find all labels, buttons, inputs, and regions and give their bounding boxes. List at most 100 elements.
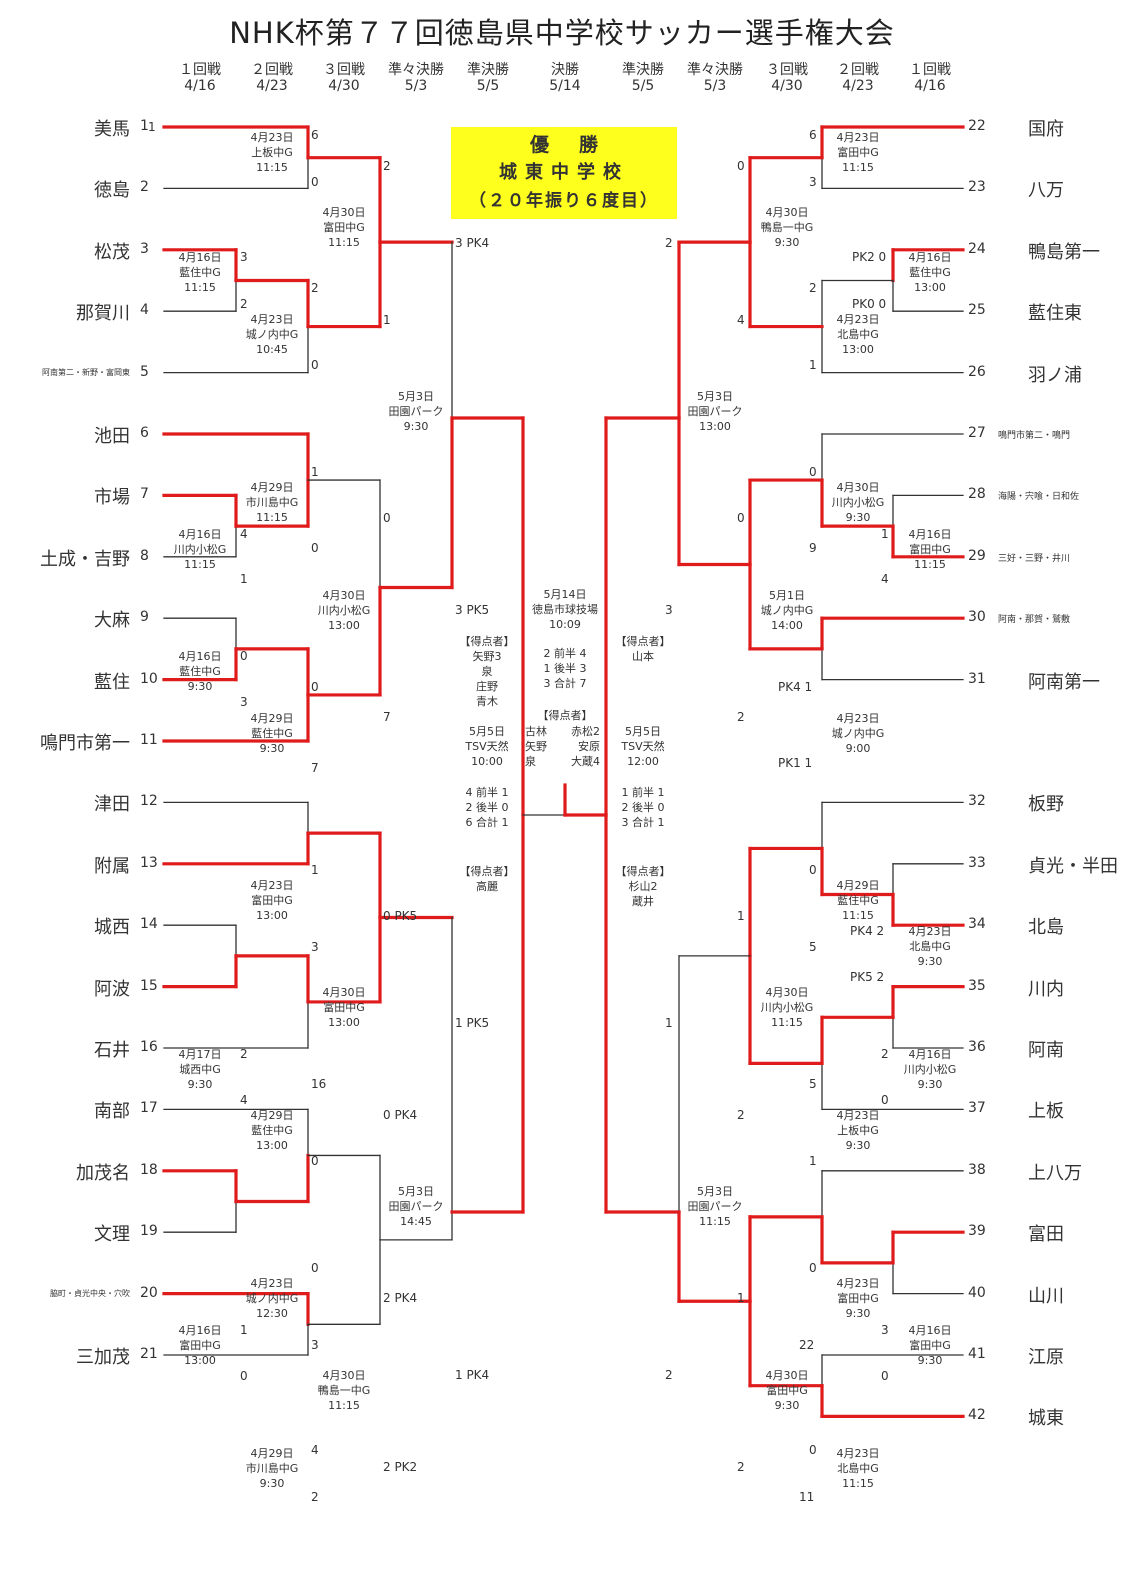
match-info-line: TSV天然 <box>465 740 509 753</box>
score-mark: 5 <box>809 1077 817 1091</box>
team-name: 三加茂 <box>76 1347 130 1368</box>
score-mark: 2 <box>665 236 673 250</box>
score-mark: 1 <box>737 1291 745 1305</box>
team-name: 上八万 <box>1028 1162 1082 1184</box>
round-name: 準決勝 <box>467 62 509 78</box>
score-mark: 2 <box>665 1368 673 1382</box>
score-mark: 0 <box>311 1261 319 1275</box>
score-mark: PK2 0 <box>852 250 887 264</box>
match-info-line: 藍住中G <box>251 1124 293 1137</box>
round-name: １回戦 <box>909 62 951 78</box>
score-mark: 4 <box>311 1443 319 1457</box>
team-name: 藍住 <box>94 671 130 693</box>
score-mark: 2 <box>881 1047 889 1061</box>
match-info-line: 9:30 <box>774 236 800 249</box>
team-seed: 35 <box>968 977 986 994</box>
team-name: 鳴門市第二・鳴門 <box>998 431 1071 441</box>
text-line: 赤松2 <box>571 725 600 738</box>
match-info-line: 4月29日 <box>250 1447 294 1460</box>
score-mark: 0 <box>240 649 248 663</box>
text-line: 1 後半 3 <box>543 662 587 675</box>
match-info-line: 藍住中G <box>837 894 879 907</box>
text-line: 杉山2 <box>628 880 658 893</box>
team-name: 徳島 <box>94 180 130 202</box>
match-info-line: 9:30 <box>187 680 213 693</box>
match-info-line: 4月23日 <box>836 131 880 144</box>
team-name: 阿南第一 <box>1028 671 1100 693</box>
score-mark: 6 <box>311 128 319 142</box>
text-line: 庄野 <box>476 680 498 693</box>
score-mark: 1 <box>311 465 319 479</box>
team-name: 市場 <box>94 487 130 509</box>
match-info-line: 4月23日 <box>836 1277 880 1290</box>
match-info-line: 富田中G <box>323 1001 365 1014</box>
team-name: 江原 <box>1028 1347 1064 1368</box>
team-name: 国府 <box>1028 119 1064 140</box>
team-name: 脇町・貞光中央・穴吹 <box>50 1288 130 1298</box>
team-seed: 14 <box>140 916 158 933</box>
match-info-line: 4月16日 <box>178 251 222 264</box>
score-mark: 2 <box>311 281 319 295</box>
score-mark: 1 <box>311 863 319 877</box>
team-seed: 36 <box>968 1039 986 1055</box>
round-date: 5/3 <box>404 78 428 94</box>
score-mark: 3 <box>809 175 817 189</box>
score-mark: 7 <box>311 761 319 775</box>
team-seed: 21 <box>140 1346 158 1362</box>
text-line: 青木 <box>476 695 498 708</box>
score-mark: 1 PK4 <box>455 1368 490 1382</box>
round-date: 4/30 <box>771 78 803 94</box>
team-name: 加茂名 <box>76 1162 130 1184</box>
team-name: 松茂 <box>94 241 130 263</box>
left-semifinal-scorers: 【得点者】 矢野3 泉 庄野 青木 <box>452 634 522 709</box>
team-name: 池田 <box>94 426 130 447</box>
match-info-line: 徳島市球技場 <box>532 603 598 616</box>
team-name: 附属 <box>94 855 130 877</box>
text-line: 泉 <box>525 755 536 768</box>
round-name: １回戦 <box>179 62 221 78</box>
match-info-line: 4月23日 <box>250 131 294 144</box>
score-mark: 1 <box>148 120 156 134</box>
team-name: 津田 <box>94 794 130 816</box>
score-mark: 3 <box>881 1323 889 1337</box>
match-info-line: 4月16日 <box>178 528 222 541</box>
score-mark: 1 <box>240 1323 248 1337</box>
match-info-line: 13:00 <box>842 343 874 356</box>
match-info-line: 4月29日 <box>836 879 880 892</box>
match-info-line: 5月14日 <box>543 588 587 601</box>
team-seed: 25 <box>968 302 986 319</box>
score-mark: PK5 2 <box>850 970 885 984</box>
score-mark: 0 <box>737 511 745 525</box>
team-seed: 7 <box>140 486 149 503</box>
team-name: 鳴門市第一 <box>40 733 130 754</box>
match-info-line: 4月16日 <box>908 1324 952 1337</box>
team-seed: 9 <box>140 609 149 626</box>
score-mark: 2 <box>240 297 248 311</box>
match-info-line: 4月30日 <box>765 986 809 999</box>
team-seed: 3 <box>140 240 149 257</box>
team-seed: 15 <box>140 977 158 994</box>
text-line: 山本 <box>632 650 654 663</box>
match-info-line: 川内小松G <box>173 543 227 556</box>
team-name: 海陽・宍喰・日和佐 <box>998 492 1080 503</box>
team-name: 貞光・半田 <box>1028 855 1118 877</box>
team-name: 阿南第二・新野・富岡東 <box>42 367 130 377</box>
text-line: 矢野3 <box>472 650 502 663</box>
match-info-line: 12:30 <box>256 1307 288 1320</box>
match-info-line: 13:00 <box>184 1354 216 1367</box>
round-name: ２回戦 <box>251 62 293 78</box>
match-info-line: 13:00 <box>328 1016 360 1029</box>
